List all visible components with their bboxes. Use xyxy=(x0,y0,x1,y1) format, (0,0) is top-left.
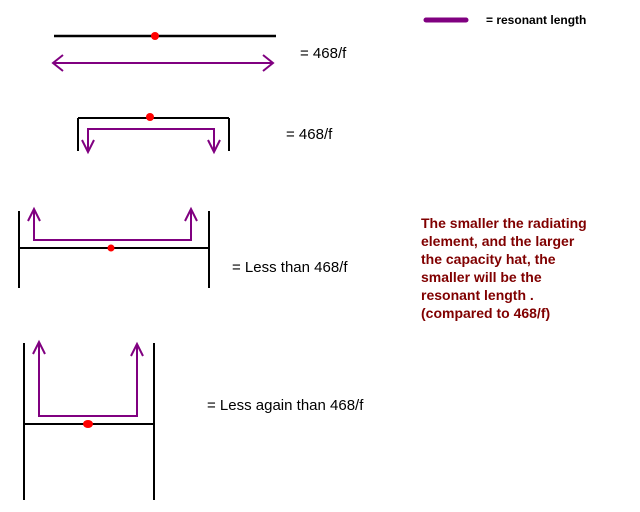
length-label-small-hat: = 468/f xyxy=(286,126,333,143)
length-label-large-hat: = Less again than 468/f xyxy=(207,397,364,414)
dipole-medium-hat xyxy=(18,206,210,288)
feedpoint-marker xyxy=(146,113,154,121)
feedpoint-marker xyxy=(151,32,159,40)
note-line: smaller will be the xyxy=(421,269,542,285)
note-line: The smaller the radiating xyxy=(421,215,587,231)
resonant-length-arrow xyxy=(81,128,221,155)
note-line: resonant length . xyxy=(421,287,534,303)
note-line: (compared to 468/f) xyxy=(421,305,551,321)
explanatory-note: The smaller the radiating element, and t… xyxy=(421,214,633,322)
note-line: the capacity hat, the xyxy=(421,251,556,267)
length-label-medium-hat: = Less than 468/f xyxy=(232,259,348,276)
resonant-length-arrow xyxy=(51,54,275,72)
radiating-element xyxy=(77,117,230,151)
legend-label: = resonant length xyxy=(486,13,587,27)
dipole-large-hat xyxy=(23,339,155,500)
resonant-length-arrow xyxy=(32,339,144,417)
note-line: element, and the larger xyxy=(421,233,575,249)
feedpoint-marker xyxy=(83,420,93,428)
dipole-straight xyxy=(51,32,276,72)
length-label-straight: = 468/f xyxy=(300,45,347,62)
resonant-length-arrow xyxy=(27,206,198,241)
feedpoint-marker xyxy=(107,244,115,252)
dipole-small-hat xyxy=(77,113,230,155)
